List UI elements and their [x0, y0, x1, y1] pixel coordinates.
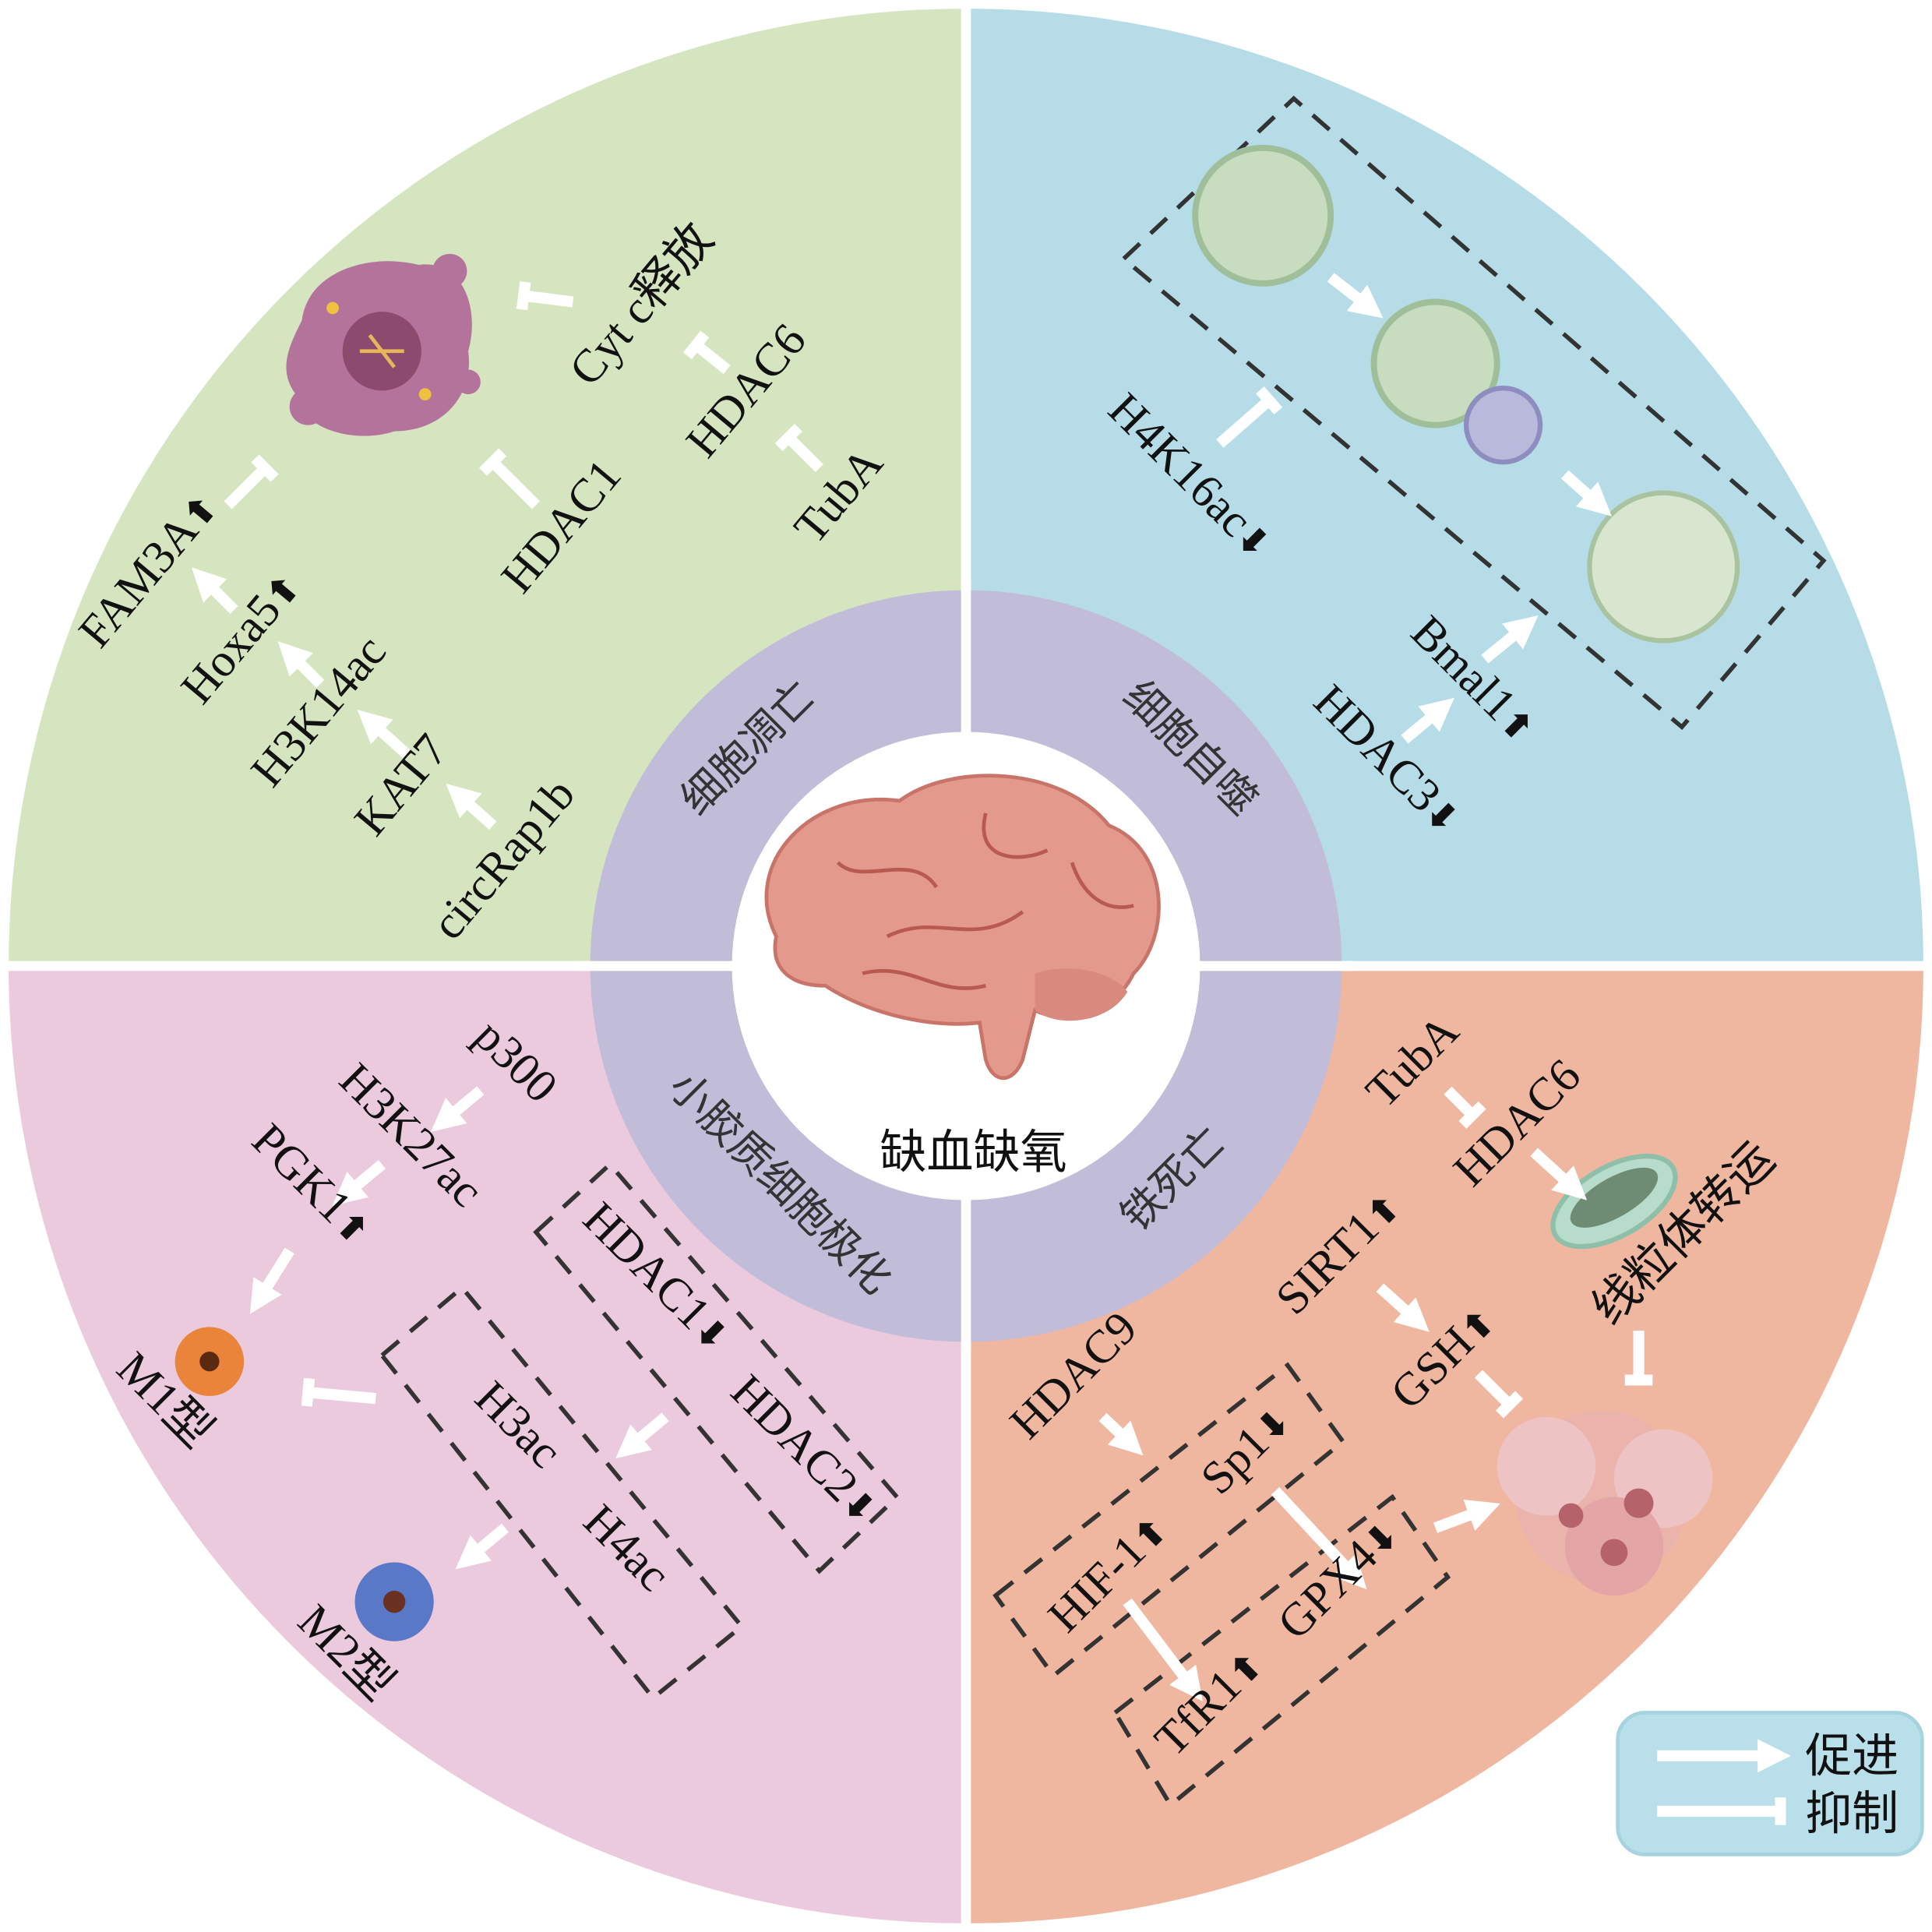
- ferroptotic-cell-cluster-icon: [1497, 1410, 1713, 1596]
- legend-promote: 促进: [1805, 1729, 1899, 1783]
- sp1-hif1-dashed-box: [992, 1362, 1346, 1680]
- microglia-arrows: [249, 1086, 669, 1570]
- microglia-cell-icons: [175, 1327, 434, 1641]
- legend: 促进 抑制: [1616, 1711, 1924, 1856]
- brain-icon: [764, 774, 1161, 1081]
- autophagy-cell-icons: [1192, 144, 1740, 643]
- mitochondrion-icon: [1550, 1153, 1678, 1250]
- autophagy-arrows: [1216, 273, 1612, 744]
- legend-inhibit: 抑制: [1805, 1787, 1899, 1842]
- apoptotic-cell-icon: [286, 253, 481, 436]
- apoptosis-arrows: [191, 281, 823, 830]
- tfr1-gpx4-dashed-box: [1112, 1493, 1451, 1809]
- center-label: 缺血缺氧: [880, 1125, 1066, 1179]
- hdac-dashed-box: [533, 1161, 901, 1574]
- ferroptosis-arrows: [1098, 1086, 1653, 1701]
